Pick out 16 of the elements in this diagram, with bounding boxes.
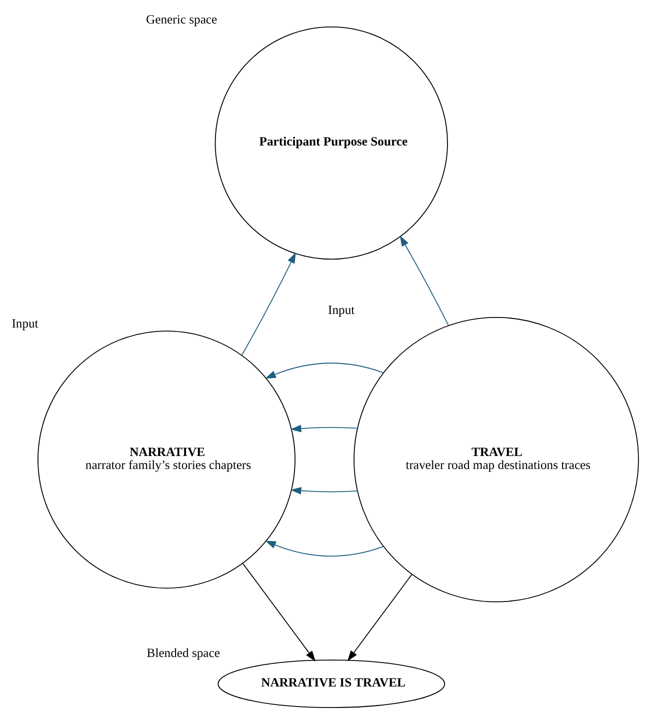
node-circle: Participant Purpose Source	[214, 26, 448, 260]
arrow	[290, 486, 358, 494]
arrow	[265, 362, 384, 378]
node-label: Generic space	[146, 12, 218, 26]
arrow	[400, 235, 449, 326]
arrow	[290, 424, 358, 432]
node-label: Input	[328, 302, 355, 317]
arrow	[265, 540, 384, 556]
node-ellipse: NARRATIVE IS TRAVEL	[218, 659, 446, 708]
node-label: Input	[12, 316, 38, 330]
arrow	[242, 562, 316, 662]
node-label: Blended space	[146, 645, 220, 660]
node-circle: NARRATIVE narrator family’s stories chapters	[38, 330, 296, 588]
arrow	[241, 252, 296, 355]
arrow	[347, 573, 412, 661]
node-circle: TRAVEL traveler road map destinations traces	[354, 316, 639, 602]
